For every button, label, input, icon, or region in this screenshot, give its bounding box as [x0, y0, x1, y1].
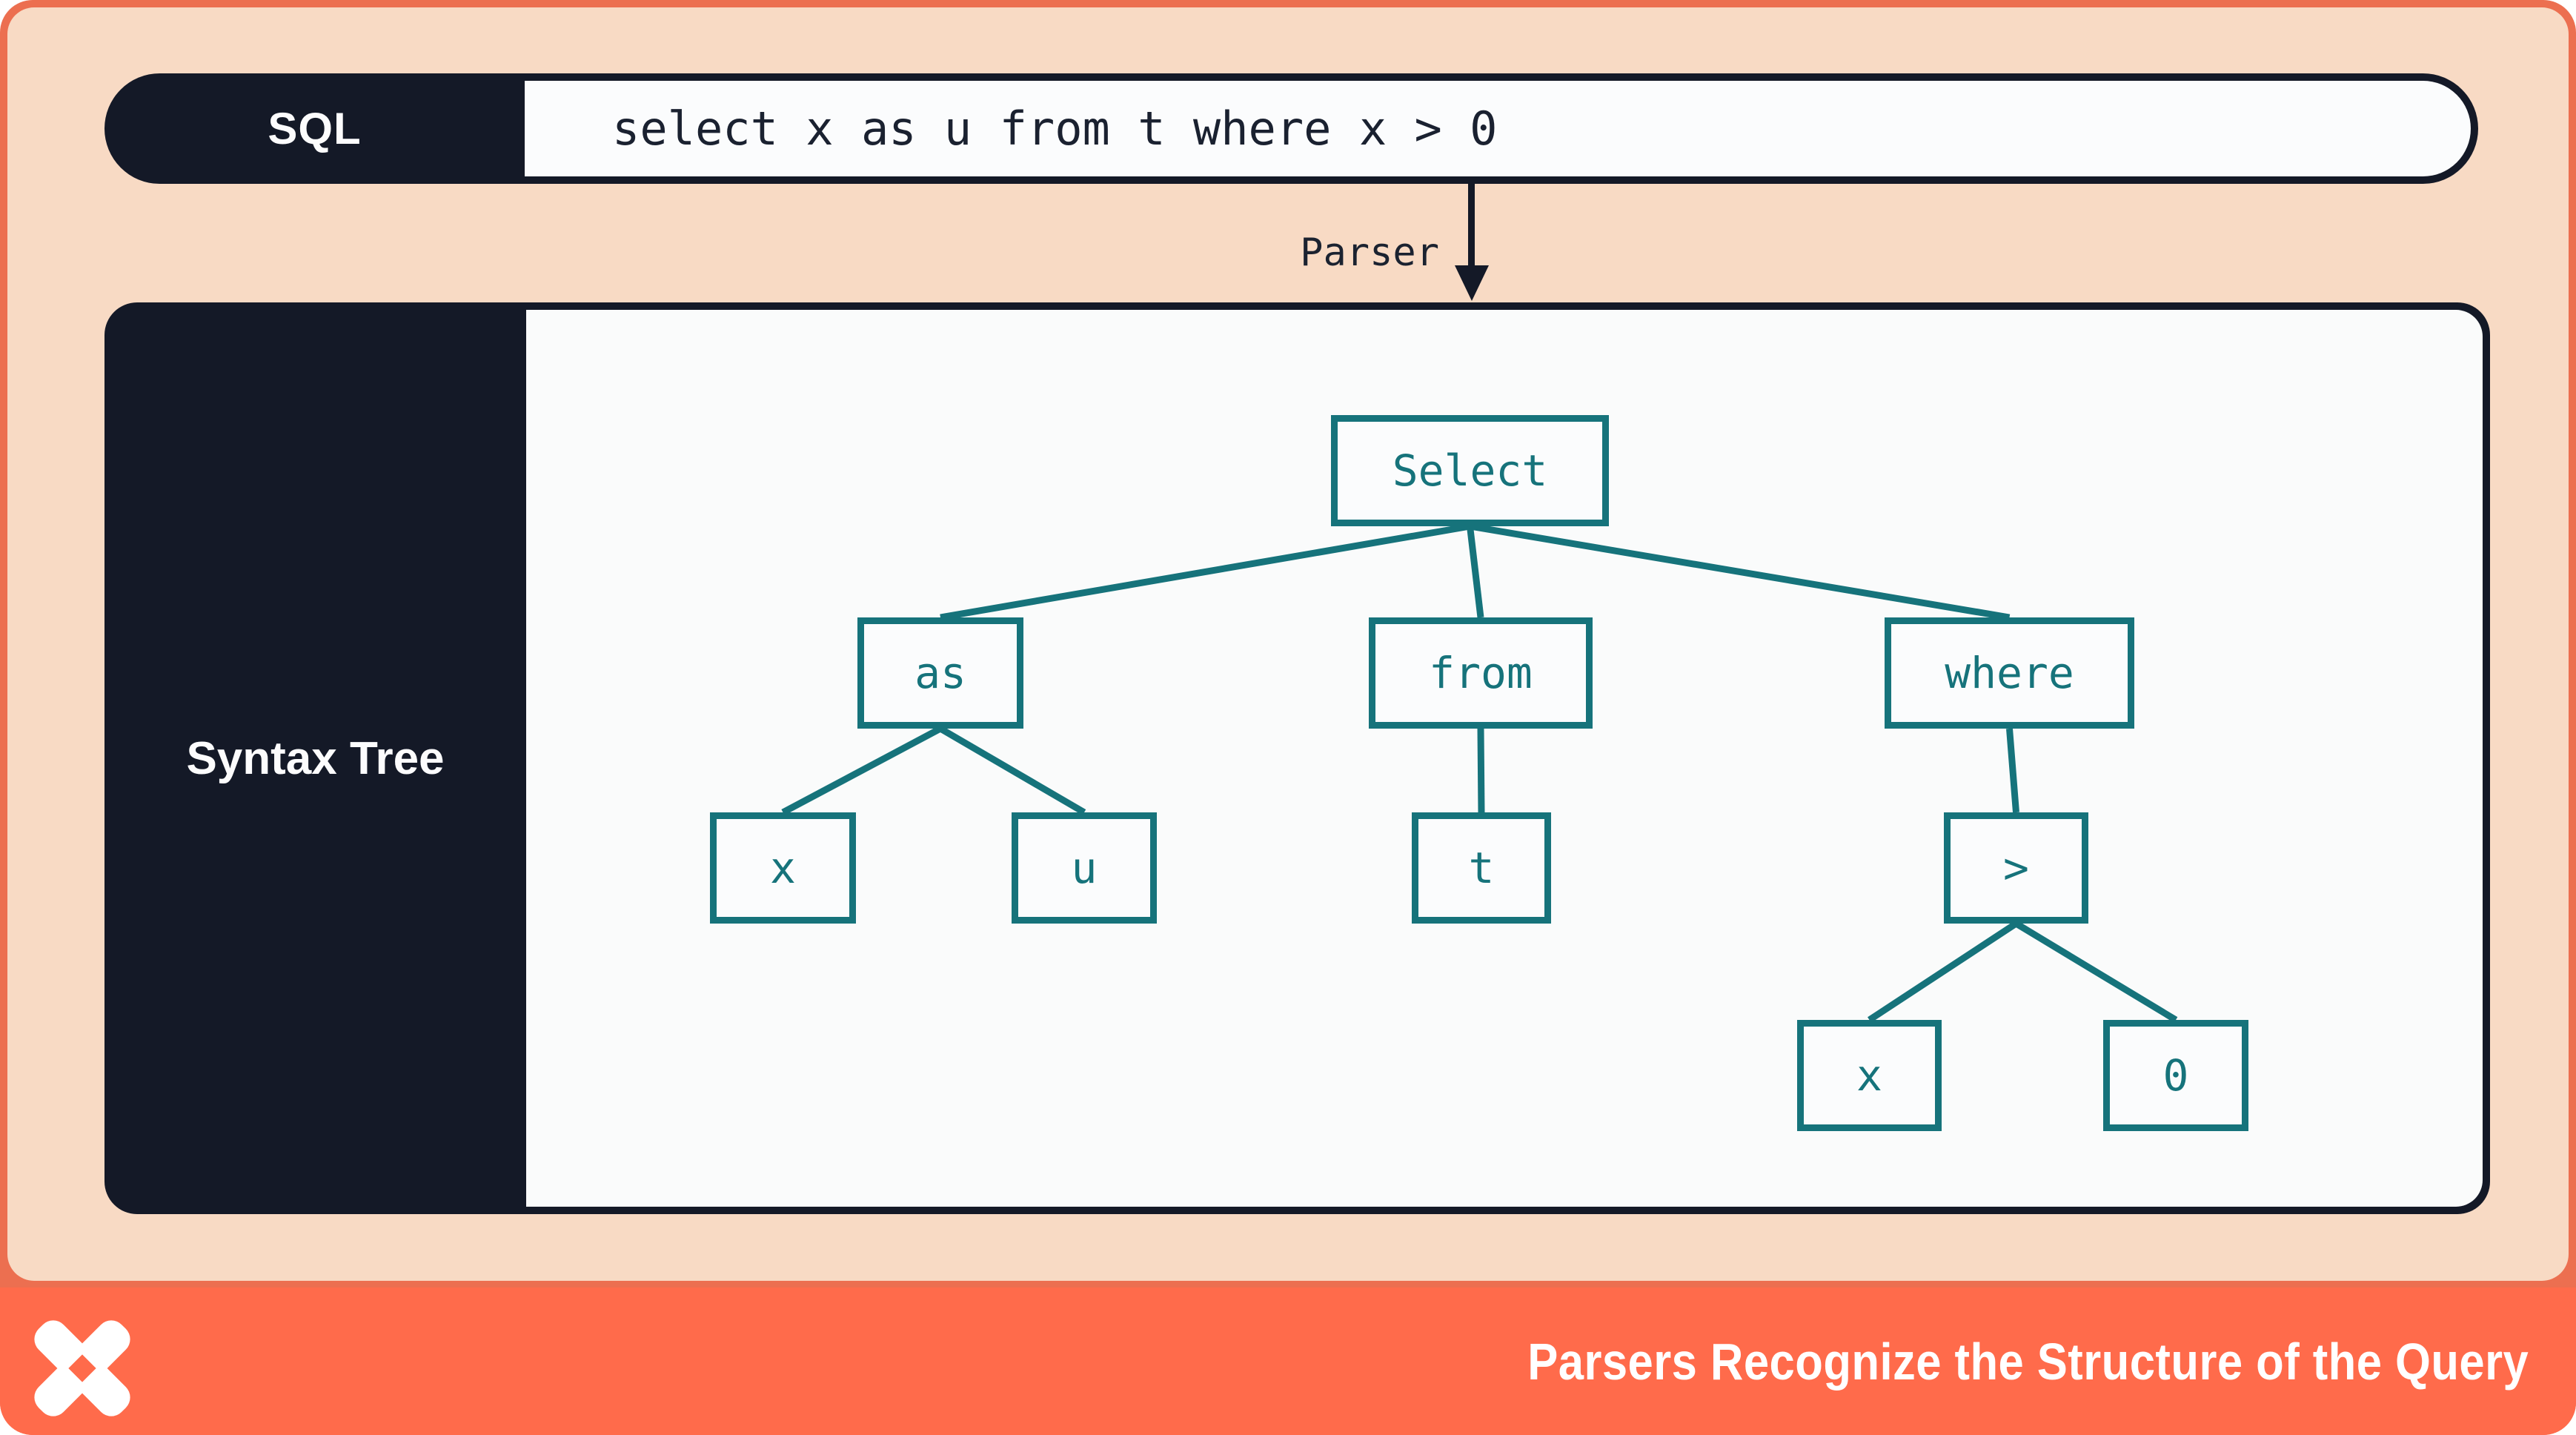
tree-node-x1: x	[710, 812, 856, 924]
tree-node-where: where	[1885, 617, 2134, 729]
sql-bar-label: SQL	[268, 104, 362, 153]
parser-label: Parser	[1300, 231, 1439, 275]
tree-edge-select-as	[940, 523, 1471, 621]
tree-edge-as-x1	[781, 726, 943, 815]
tree-node-zero: 0	[2103, 1020, 2248, 1131]
tree-edge-gt-zero	[2014, 921, 2178, 1023]
sql-query-field: select x as u from t where x > 0	[525, 81, 2471, 176]
tree-node-u: u	[1012, 812, 1157, 924]
pinwheel-x-logo-icon	[34, 1320, 130, 1416]
tree-node-as: as	[857, 617, 1023, 729]
tree-node-x2: x	[1797, 1020, 1942, 1131]
footer-bar: Parsers Recognize the Structure of the Q…	[0, 1287, 2576, 1435]
tree-edge-select-where	[1469, 523, 2011, 621]
tree-node-select: Select	[1331, 415, 1609, 526]
sql-query-text: select x as u from t where x > 0	[612, 102, 1498, 156]
tree-node-from: from	[1369, 617, 1593, 729]
tree-edge-as-u	[938, 726, 1086, 815]
tree-node-gt: >	[1944, 812, 2088, 924]
tree-edges	[781, 523, 2178, 1023]
syntax-tree-label: Syntax Tree	[186, 732, 445, 784]
parser-arrow-head-icon	[1455, 265, 1489, 301]
tree-edge-gt-x2	[1868, 921, 2018, 1023]
tree-edge-select-from	[1467, 526, 1484, 618]
tree-edge-where-gt	[2006, 728, 2019, 813]
footer-title: Parsers Recognize the Structure of the Q…	[1527, 1332, 2529, 1391]
sql-bar: SQL select x as u from t where x > 0	[104, 73, 2478, 184]
parser-arrow-line	[1468, 184, 1475, 268]
tree-node-t: t	[1412, 812, 1551, 924]
